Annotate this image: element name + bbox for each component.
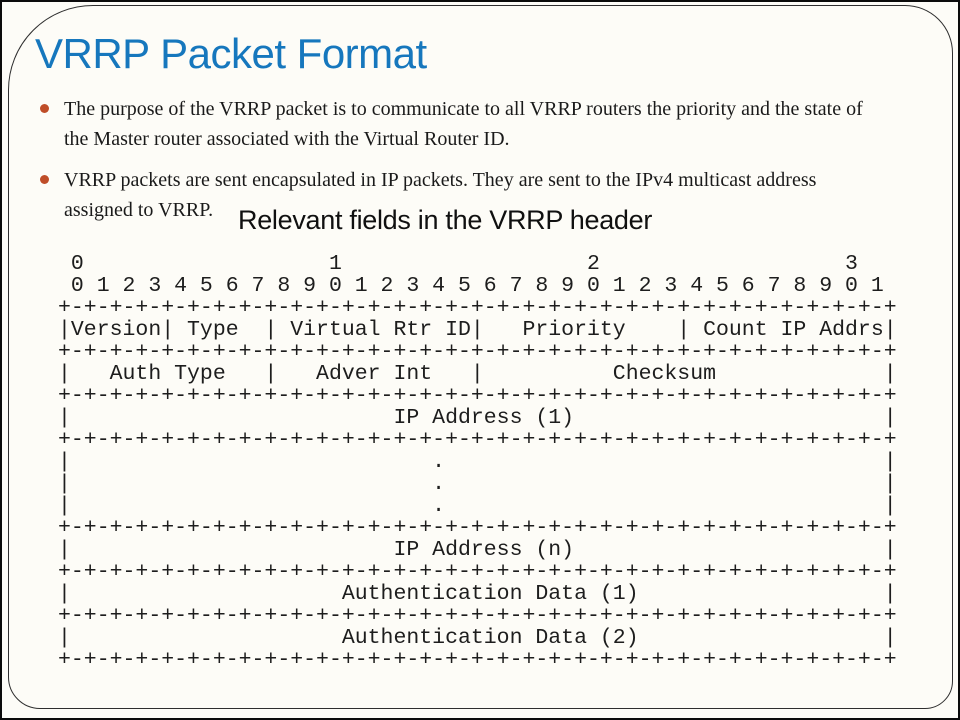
vrrp-packet-ascii-diagram: 0 1 2 3 0 1 2 3 4 5 6 7 8 9 0 1 2 3 4 5 … (58, 252, 897, 672)
bullet-text-encapsulation: VRRP packets are sent encapsulated in IP… (64, 169, 817, 221)
bullet-list: The purpose of the VRRP packet is to com… (40, 94, 945, 225)
bullet-dot-icon (40, 175, 49, 184)
bullet-dot-icon (40, 104, 49, 113)
bullet-item: The purpose of the VRRP packet is to com… (40, 94, 945, 154)
bullet-text-purpose: The purpose of the VRRP packet is to com… (64, 98, 863, 150)
bullet-item: VRRP packets are sent encapsulated in IP… (40, 165, 945, 225)
page-title: VRRP Packet Format (35, 30, 427, 77)
diagram-caption: Relevant fields in the VRRP header (238, 205, 653, 235)
